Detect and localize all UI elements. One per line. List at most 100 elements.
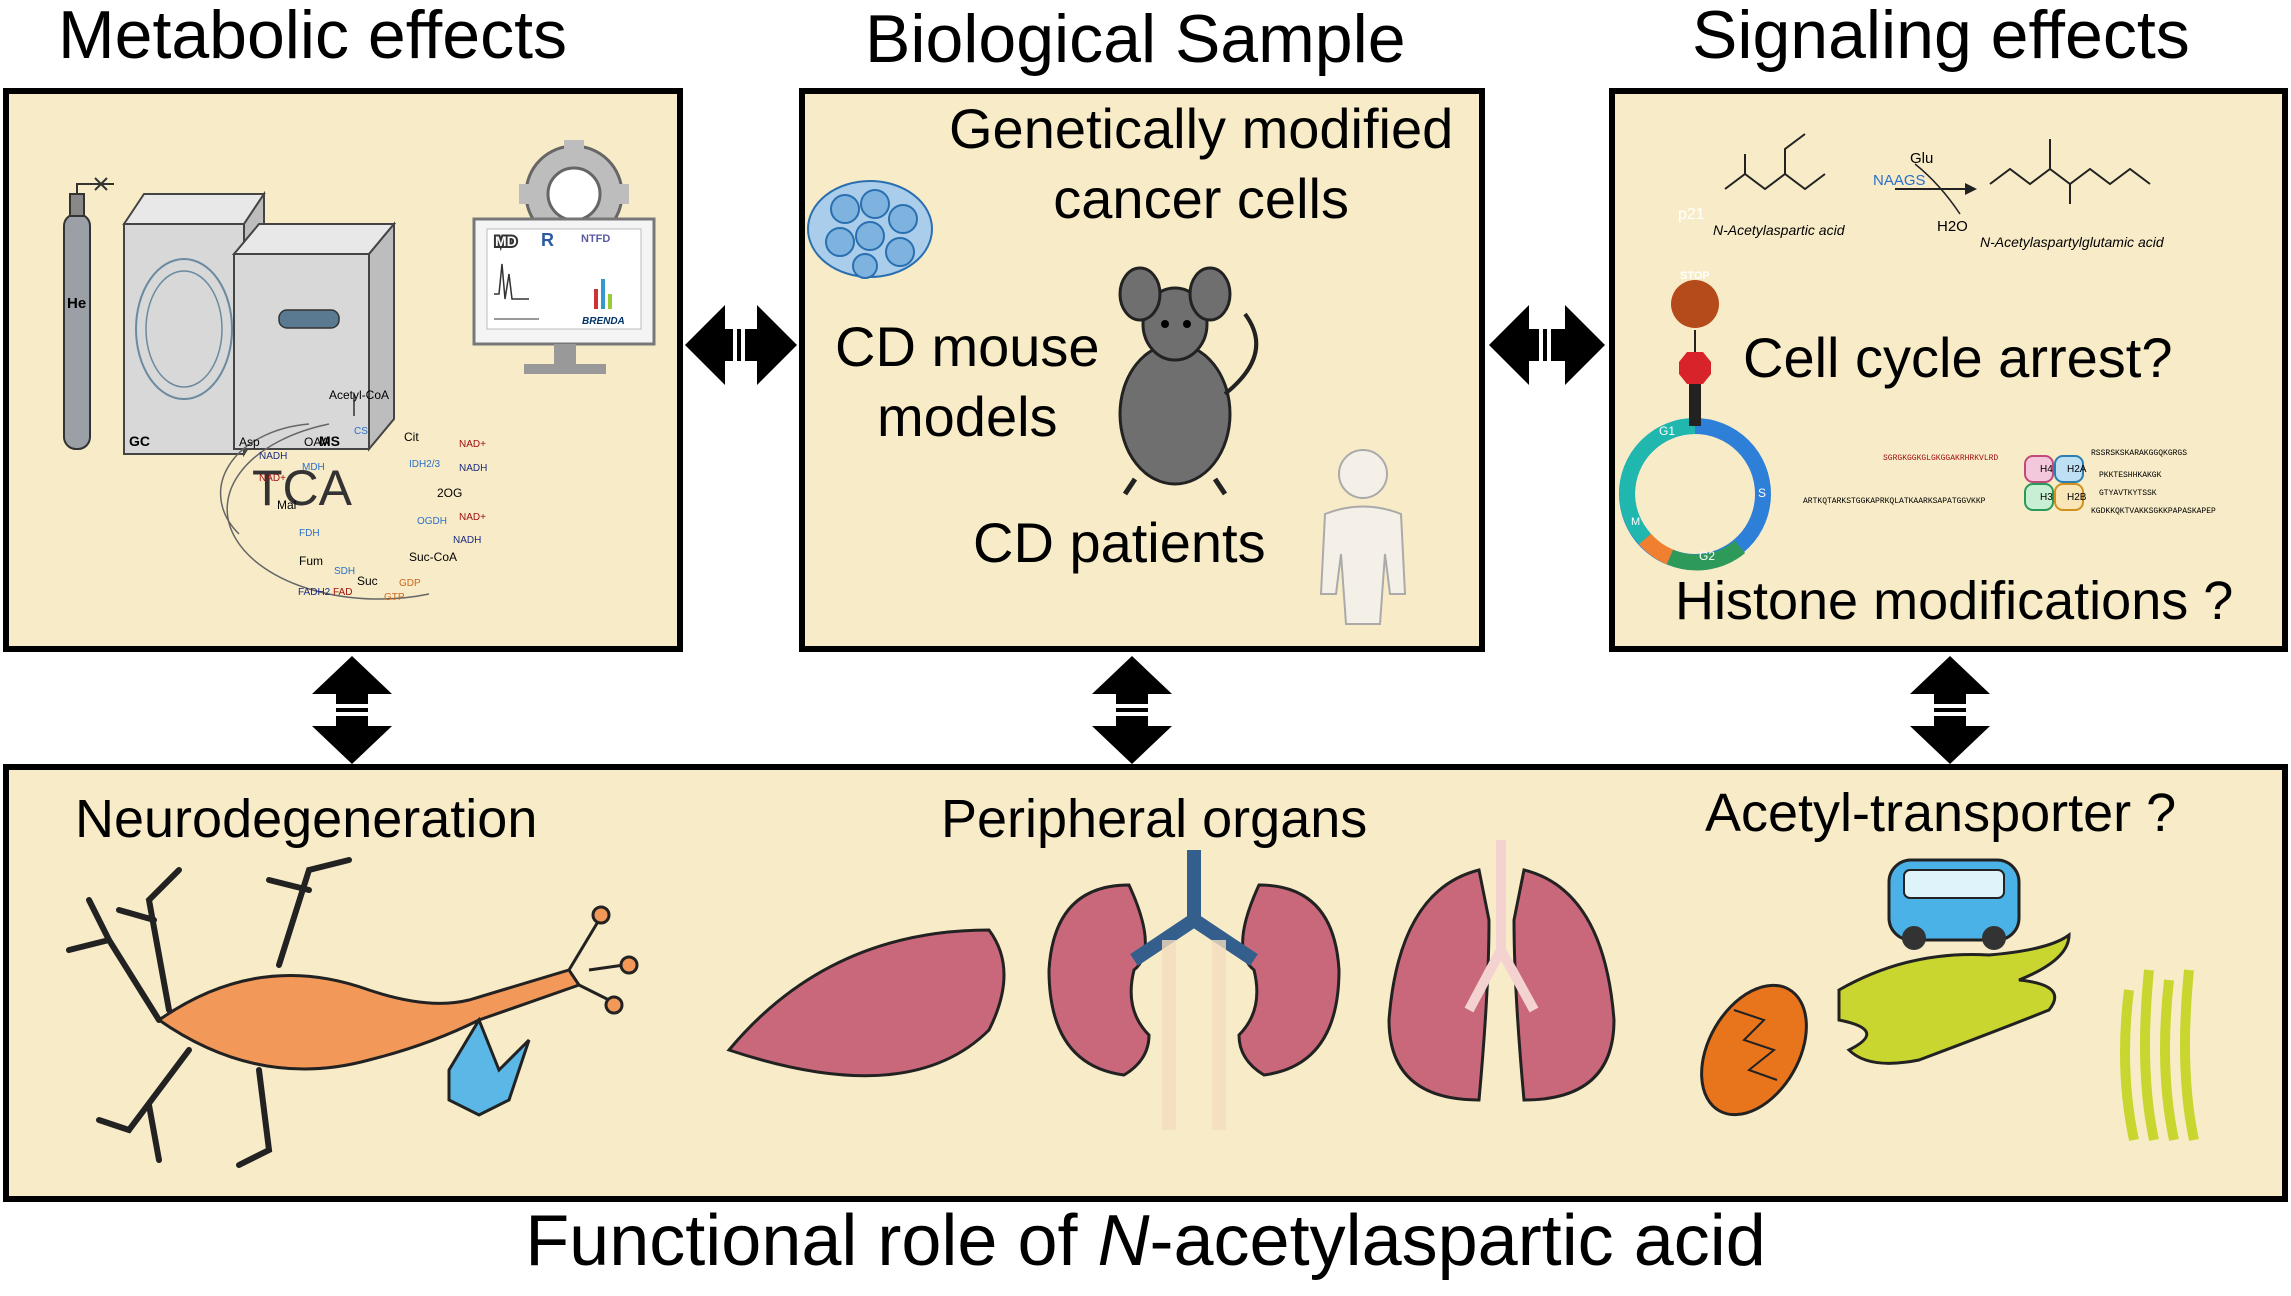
endoplasmic-reticulum-icon [1837, 932, 2071, 1065]
phase-s-label: S [1758, 486, 1767, 500]
mouse-icon [1118, 266, 1259, 496]
arrow-metabolic-biological [685, 305, 797, 385]
naag-molecule-icon [1989, 139, 2151, 204]
svg-text:CS: CS [354, 426, 368, 437]
footer-prefix: Functional role of [525, 1201, 1098, 1281]
cancer-cells-icon [807, 180, 933, 279]
cd-patients-label: CD patients [973, 511, 1266, 574]
footer-italic-n: N [1097, 1201, 1150, 1281]
phase-m-label: M [1631, 516, 1641, 528]
svg-text:NADH: NADH [259, 451, 287, 462]
peripheral-organs-label: Peripheral organs [941, 789, 1368, 849]
software-md: MD [495, 233, 517, 249]
metabolic-effects-heading: Metabolic effects [58, 0, 568, 73]
histone-h2a-label: H2A [2067, 464, 2087, 475]
svg-text:NAD+: NAD+ [459, 512, 486, 523]
naa-molecule-icon [1724, 133, 1826, 191]
neurodegeneration-label: Neurodegeneration [75, 789, 538, 849]
footer-title: Functional role of N-acetylaspartic acid [0, 1200, 2291, 1282]
histone-seq-h3: ARTKQTARKSTGGKAPRKQLATKAARKSAPATGGVKKP [1803, 497, 1986, 506]
cell-cycle-arrest-label: Cell cycle arrest? [1743, 326, 2173, 389]
svg-text:Fum: Fum [299, 554, 323, 568]
tca-cycle-diagram [219, 394, 430, 600]
tca-center-label: TCA [252, 460, 353, 516]
biological-illustration [807, 180, 1407, 625]
svg-text:NAD+: NAD+ [259, 473, 286, 484]
software-r: R [541, 230, 554, 250]
he-label: He [67, 295, 86, 312]
naag-label: N-Acetylaspartylglutamic acid [1980, 234, 2164, 250]
biological-sample-panel: Genetically modified cancer cells CD mou… [799, 88, 1485, 652]
svg-text:Suc: Suc [357, 574, 378, 588]
svg-text:Suc-CoA: Suc-CoA [409, 550, 457, 564]
signaling-effects-heading: Signaling effects [1692, 0, 2190, 73]
histone-seq-h2b: GTYAVTKYTSSK [2099, 489, 2157, 498]
cell-cycle-ring [1619, 384, 1771, 571]
svg-text:NADH: NADH [459, 463, 487, 474]
svg-text:SDH: SDH [334, 566, 355, 577]
biological-sample-heading: Biological Sample [865, 1, 1406, 77]
naags-enzyme-label: NAAGS [1873, 172, 1926, 189]
svg-text:Mal: Mal [277, 498, 296, 512]
svg-text:Acetyl-CoA: Acetyl-CoA [329, 388, 389, 402]
arrow-biological-signaling [1489, 305, 1605, 385]
software-ntfd: NTFD [581, 233, 610, 245]
metabolic-illustration: He GC MS [63, 140, 656, 603]
golgi-icon [2120, 969, 2199, 1142]
mitochondrion-icon [1700, 983, 1808, 1117]
bus-icon [1887, 858, 2021, 950]
svg-text:NAD+: NAD+ [459, 439, 486, 450]
svg-text:FAD: FAD [333, 587, 352, 598]
histone-seq-h2b-2: KGDKKQKTVAKKSGKKPAPASKAPEP [2091, 507, 2216, 516]
phase-g2-label: G2 [1699, 549, 1716, 563]
liver-icon [726, 928, 1006, 1078]
svg-text:GDP: GDP [399, 578, 421, 589]
histone-seq-h2a-2: PKKTESHHKAKGK [2099, 471, 2162, 480]
ms-label: MS [319, 433, 340, 449]
software-brenda: BRENDA [582, 316, 625, 327]
svg-text:MDH: MDH [302, 462, 325, 473]
svg-text:Asp: Asp [239, 435, 260, 449]
arrow-biological-bottom [1092, 656, 1172, 764]
h2o-label: H2O [1937, 218, 1968, 235]
neuron-icon [66, 857, 639, 1168]
naa-label: N-Acetylaspartic acid [1713, 222, 1845, 238]
svg-text:IDH2/3: IDH2/3 [409, 459, 441, 470]
svg-text:Cit: Cit [404, 430, 419, 444]
bottom-illustration [66, 840, 2199, 1168]
mouse-models-label: CD mouse models [835, 315, 1100, 448]
histone-h2b-label: H2B [2067, 492, 2087, 503]
helium-cylinder-icon [63, 177, 114, 450]
histone-h3-label: H3 [2040, 492, 2053, 503]
svg-text:OGDH: OGDH [417, 516, 447, 527]
footer-suffix: -acetylaspartic acid [1149, 1201, 1766, 1281]
p21-label: p21 [1678, 206, 1705, 223]
histone-seq-h2a: RSSRSKSKARAKGGQKGRGS [2091, 449, 2188, 458]
glu-label: Glu [1910, 150, 1934, 167]
computer-monitor-icon [472, 217, 656, 374]
signaling-panel: N-Acetylaspartic acid NAAGS Glu H2O N-Ac… [1609, 88, 2288, 652]
arrow-signaling-bottom [1910, 656, 1990, 764]
p21-circle [1671, 280, 1719, 328]
mass-spectrometer-icon [231, 221, 397, 452]
stop-label: STOP [1680, 270, 1710, 282]
svg-text:2OG: 2OG [437, 486, 462, 500]
svg-text:GTP: GTP [384, 592, 405, 603]
histone-h4-label: H4 [2040, 464, 2053, 475]
svg-text:FADH2: FADH2 [298, 587, 331, 598]
signaling-illustration [1619, 133, 2151, 571]
nucleosome-icon [2024, 455, 2084, 511]
astrocyte-icon [447, 1016, 531, 1117]
histone-modifications-label: Histone modifications ? [1675, 571, 2234, 631]
patient-silhouette-icon [1319, 449, 1407, 625]
functional-role-panel: Neurodegeneration Peripheral organs Acet… [3, 764, 2288, 1202]
acetyl-transporter-label: Acetyl-transporter ? [1705, 783, 2177, 843]
cancer-cells-label: Genetically modified cancer cells [949, 97, 1454, 230]
stop-sign-icon [1679, 352, 1711, 384]
kidneys-icon [1047, 850, 1341, 1130]
phase-g1-label: G1 [1659, 424, 1676, 438]
histone-seq-h4: SGRGKGGKGLGKGGAKRHRKVLRD [1883, 454, 1999, 463]
svg-text:NADH: NADH [453, 535, 481, 546]
arrow-metabolic-bottom [312, 656, 392, 764]
gc-label: GC [129, 433, 150, 449]
